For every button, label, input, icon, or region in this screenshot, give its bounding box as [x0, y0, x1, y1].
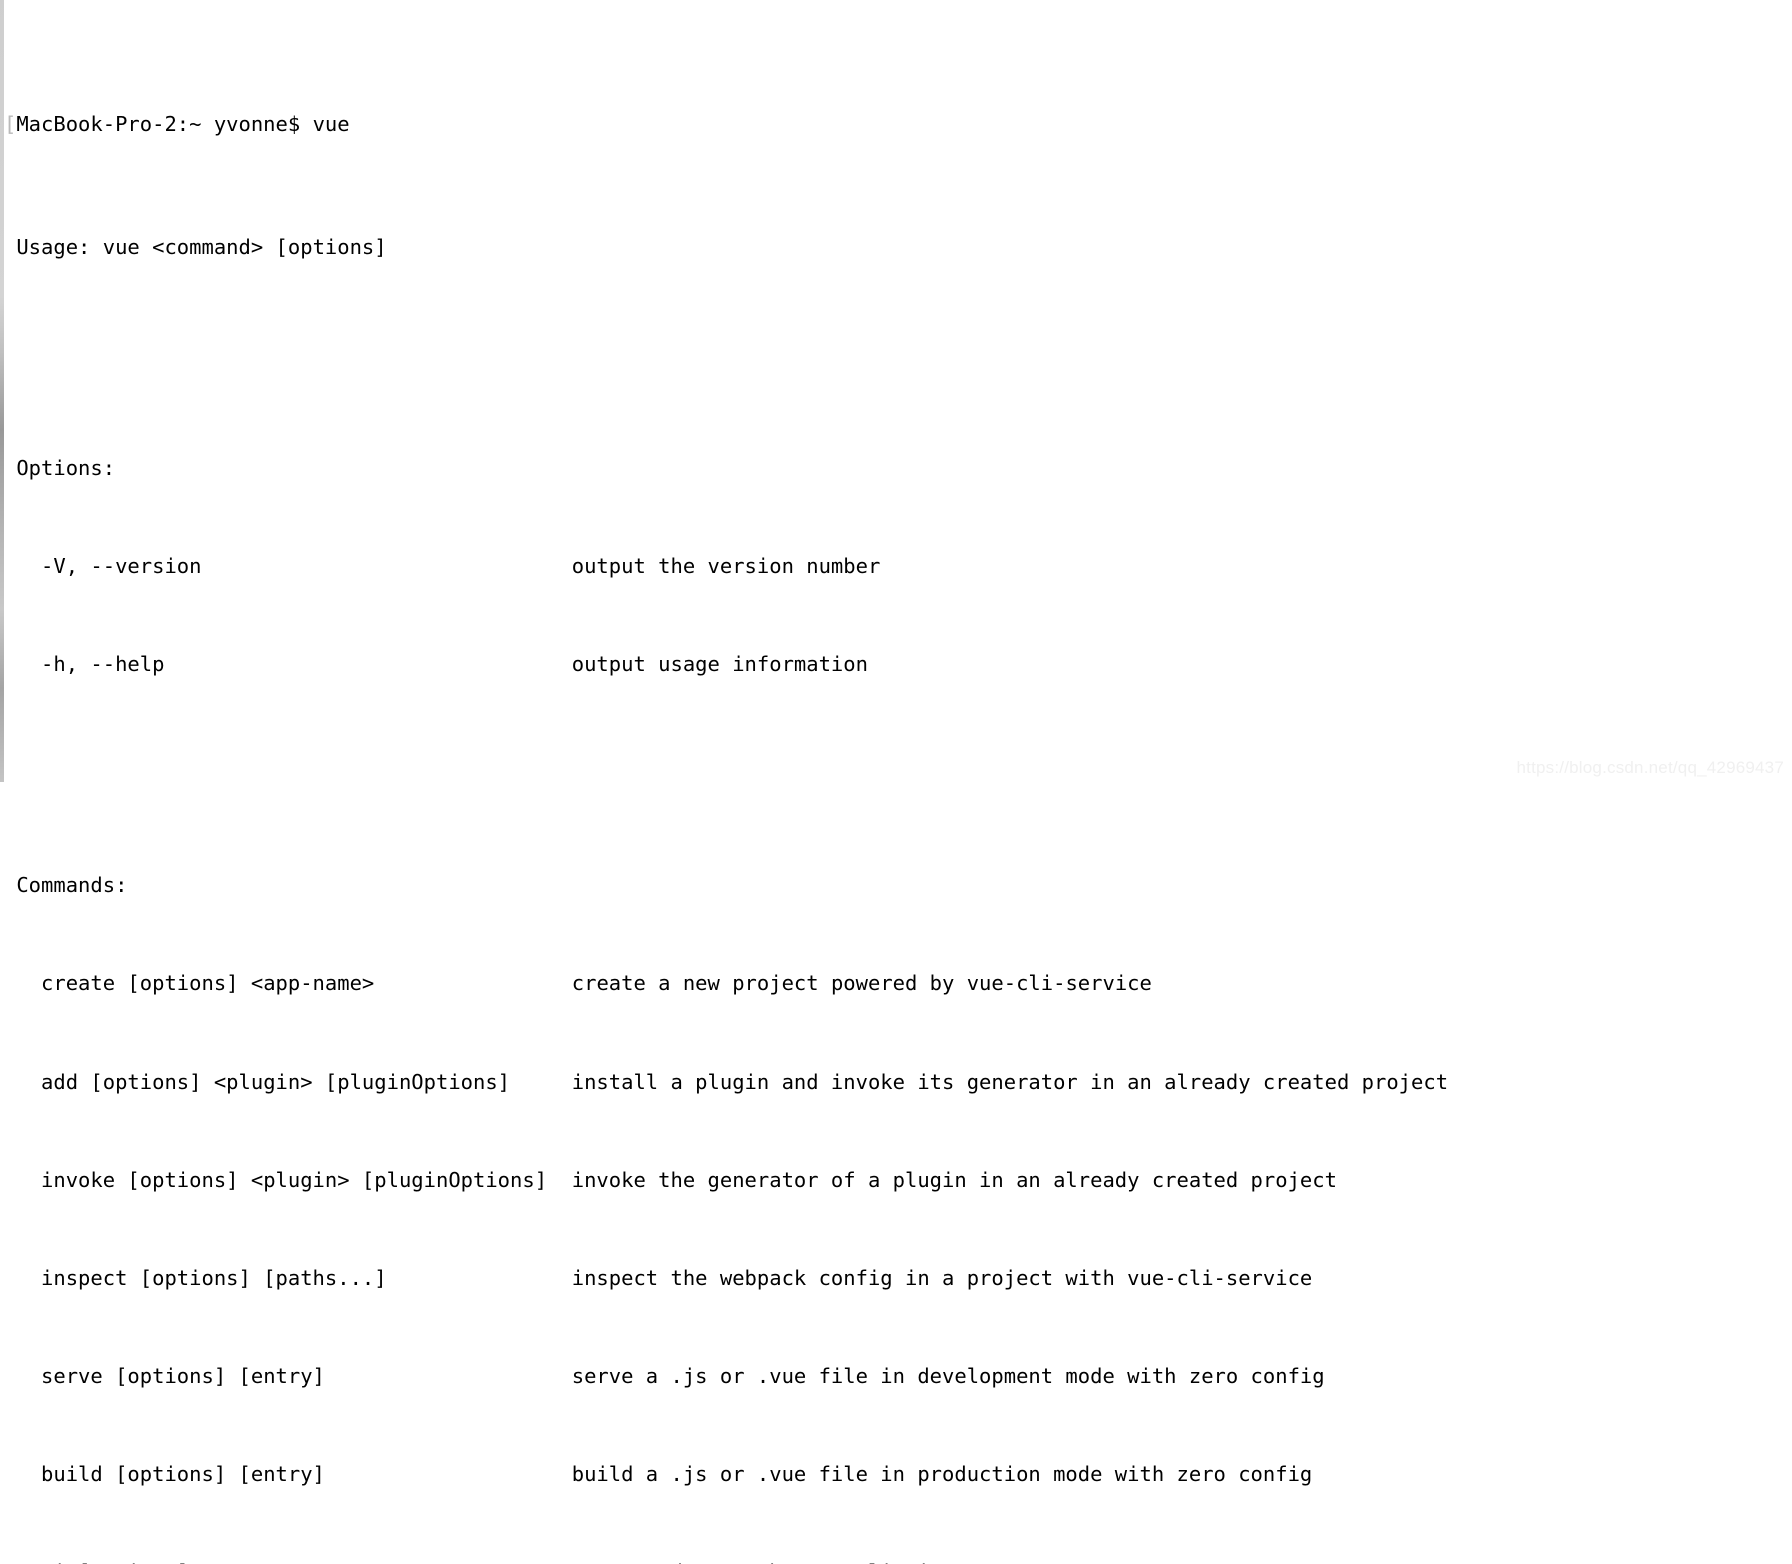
command-description: invoke the generator of a plugin in an a…: [571, 1167, 1337, 1192]
command-signature: build [options] [entry]: [41, 1462, 325, 1487]
option-pad: [164, 652, 571, 676]
command-description: build a .js or .vue file in production m…: [571, 1462, 1313, 1487]
terminal-line-command: create [options] <app-name> create a new…: [4, 971, 1792, 996]
command-signature: invoke [options] <plugin> [pluginOptions…: [41, 1167, 548, 1192]
indent: [4, 235, 16, 259]
shell-prompt: MacBook-Pro-2:~ yvonne$: [16, 112, 301, 137]
terminal-line-command: serve [options] [entry] serve a .js or .…: [4, 1364, 1792, 1389]
option-flag: -V, --version: [41, 554, 202, 579]
terminal-line-prompt-vue: [MacBook-Pro-2:~ yvonne$ vue: [4, 112, 1792, 137]
indent: [4, 873, 16, 897]
command-signature: add [options] <plugin> [pluginOptions]: [41, 1069, 511, 1094]
left-gutter-scroll-edge: [0, 0, 4, 782]
usage-label: Usage:: [16, 234, 91, 259]
indent: [4, 1364, 41, 1388]
command-pad: [510, 1070, 572, 1094]
command-signature: create [options] <app-name>: [41, 971, 375, 996]
command-description: start and open the vue-cli ui: [572, 1560, 930, 1564]
gutter-bracket: [: [4, 112, 17, 137]
command-signature: serve [options] [entry]: [41, 1364, 325, 1389]
typed-command-vue: vue: [312, 112, 350, 137]
commands-header: Commands:: [16, 873, 128, 898]
terminal-line-command: build [options] [entry] build a .js or .…: [4, 1462, 1792, 1487]
terminal-blank-line: [4, 333, 1792, 358]
command-pad: [325, 1462, 572, 1486]
csdn-watermark: https://blog.csdn.net/qq_42969437: [1516, 758, 1784, 777]
options-header: Options:: [16, 455, 116, 480]
indent: [4, 1560, 41, 1564]
space: [90, 235, 102, 259]
option-pad: [201, 554, 571, 578]
space: [300, 112, 312, 136]
option-flag: -h, --help: [41, 652, 165, 677]
terminal-line-command: add [options] <plugin> [pluginOptions] i…: [4, 1070, 1792, 1095]
terminal-screen[interactable]: [MacBook-Pro-2:~ yvonne$ vue Usage: vue …: [4, 14, 1792, 1564]
terminal-line-command: invoke [options] <plugin> [pluginOptions…: [4, 1168, 1792, 1193]
indent: [4, 456, 16, 480]
command-pad: [374, 971, 571, 995]
command-signature: ui [options]: [41, 1560, 189, 1564]
terminal-line-command: ui [options] start and open the vue-cli …: [4, 1560, 1792, 1564]
indent: [4, 652, 41, 676]
command-pad: [189, 1560, 572, 1564]
usage-value: vue <command> [options]: [102, 234, 387, 259]
option-description: output usage information: [571, 652, 868, 677]
terminal-line-options-header: Options:: [4, 456, 1792, 481]
command-description: inspect the webpack config in a project …: [571, 1265, 1313, 1290]
indent: [4, 1070, 41, 1094]
command-description: create a new project powered by vue-cli-…: [571, 971, 1152, 996]
terminal-line-command: inspect [options] [paths...] inspect the…: [4, 1266, 1792, 1291]
command-signature: inspect [options] [paths...]: [41, 1265, 387, 1290]
indent: [4, 1266, 41, 1290]
option-description: output the version number: [571, 554, 881, 579]
terminal-line-usage: Usage: vue <command> [options]: [4, 235, 1792, 260]
indent: [4, 554, 41, 578]
command-pad: [325, 1364, 572, 1388]
command-description: serve a .js or .vue file in development …: [571, 1364, 1325, 1389]
terminal-line-option: -h, --help output usage information: [4, 652, 1792, 677]
command-pad: [387, 1266, 572, 1290]
terminal-line-option: -V, --version output the version number: [4, 554, 1792, 579]
indent: [4, 1168, 41, 1192]
terminal-line-commands-header: Commands:: [4, 873, 1792, 898]
indent: [4, 971, 41, 995]
command-pad: [547, 1168, 572, 1192]
indent: [4, 1462, 41, 1486]
command-description: install a plugin and invoke its generato…: [571, 1069, 1449, 1094]
